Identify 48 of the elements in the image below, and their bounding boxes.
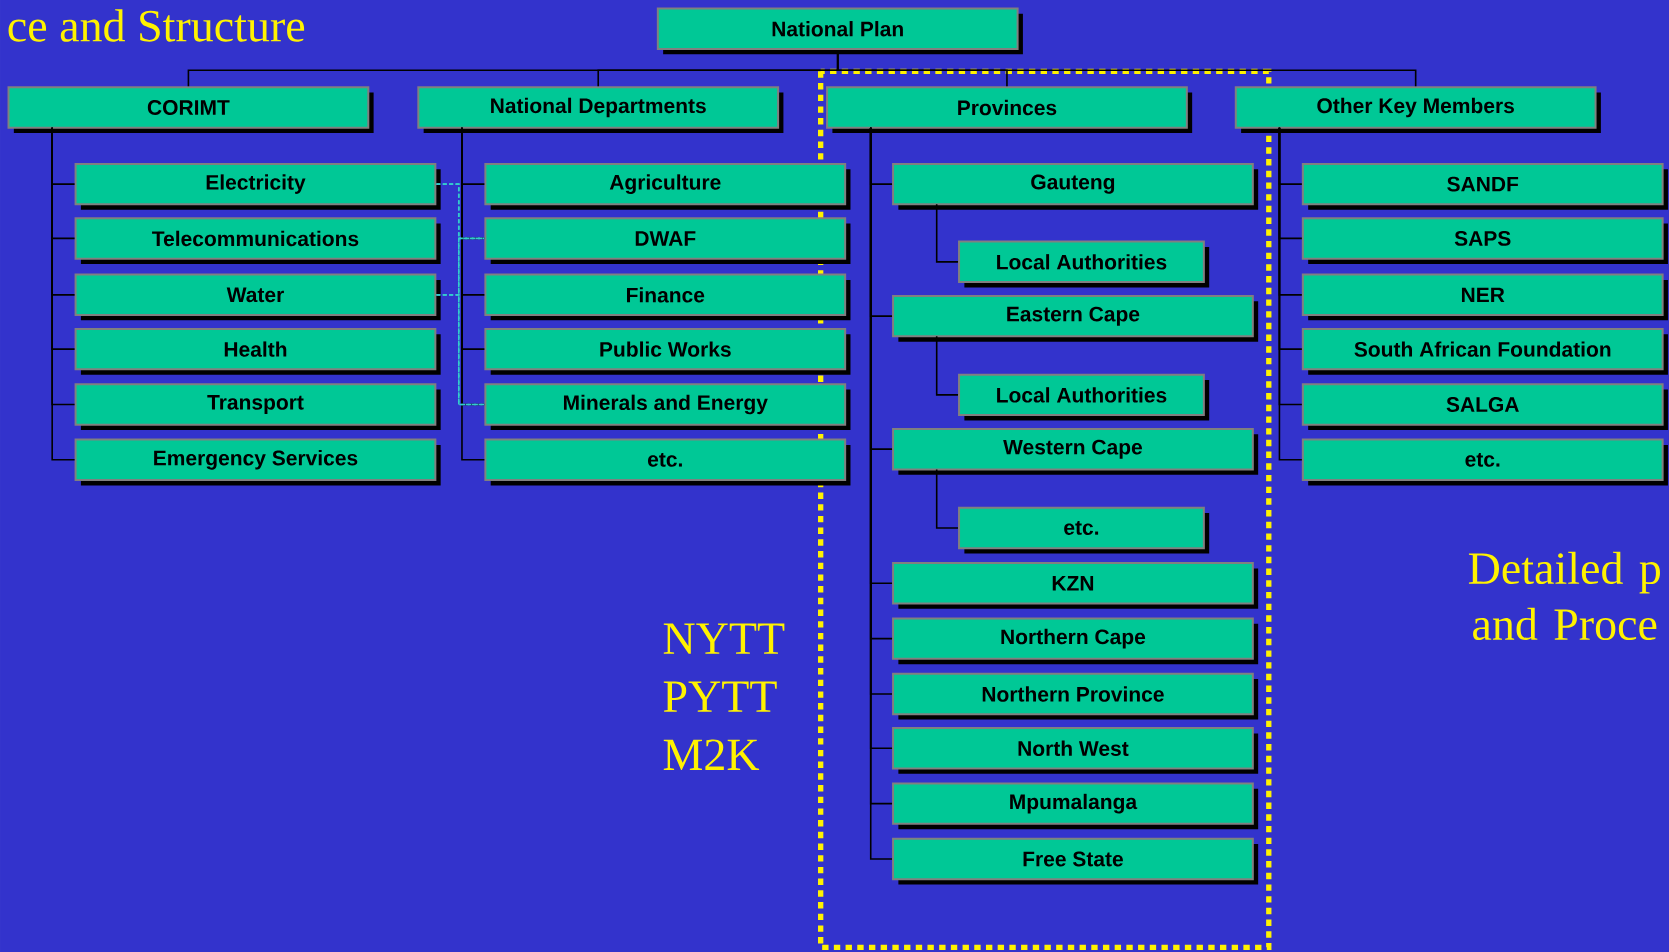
connector-line: [935, 468, 959, 529]
org-box: Water: [74, 273, 441, 321]
org-box: South African Foundation: [1301, 327, 1668, 375]
org-box: Mpumalanga: [892, 782, 1259, 830]
connector-line: [935, 203, 959, 263]
org-box: etc.: [1301, 438, 1668, 486]
org-box: Northern Province: [892, 672, 1259, 720]
org-box: DWAF: [484, 217, 851, 264]
org-box: CORIMT: [7, 86, 374, 134]
org-box: Electricity: [74, 162, 441, 210]
connector-line: [51, 126, 76, 461]
connector-line: [1278, 126, 1303, 461]
connector-line: [935, 335, 959, 396]
org-box: etc.: [484, 438, 851, 486]
org-box: Other Key Members: [1234, 86, 1601, 134]
org-box: Gauteng: [892, 162, 1259, 210]
org-box: Agriculture: [484, 162, 851, 210]
label-text: NYTT: [663, 623, 785, 654]
dotted-connector: [435, 294, 486, 406]
org-box: Telecommunications: [74, 217, 441, 264]
org-box: SANDF: [1301, 162, 1668, 210]
org-box: National Plan: [656, 7, 1023, 55]
connector-line: [836, 49, 1417, 88]
org-box: KZN: [892, 562, 1259, 609]
label-text: PYTT: [663, 681, 777, 712]
org-box: Minerals and Energy: [484, 383, 851, 430]
org-box: National Departments: [417, 86, 784, 134]
org-box: Local Authorities: [958, 373, 1210, 421]
org-box: Finance: [484, 273, 851, 321]
org-box: North West: [892, 727, 1259, 774]
org-box: Emergency Services: [74, 438, 441, 486]
org-box: Northern Cape: [892, 617, 1259, 665]
org-box: Provinces: [826, 86, 1193, 134]
org-box: Western Cape: [892, 427, 1259, 475]
org-box: etc.: [958, 506, 1210, 554]
connector-line: [461, 126, 486, 461]
note-text: Detailed p and Proce: [1468, 551, 1660, 641]
label-text: M2K: [663, 739, 760, 770]
org-box: Health: [74, 327, 441, 375]
org-box: Local Authorities: [958, 240, 1210, 288]
org-box: SAPS: [1301, 217, 1668, 264]
org-box: Eastern Cape: [892, 294, 1259, 342]
org-box: Free State: [892, 837, 1259, 885]
org-box: Public Works: [484, 327, 851, 375]
org-box: NER: [1301, 273, 1668, 321]
title-text: ce and Structure: [8, 9, 305, 42]
org-box: Transport: [74, 383, 441, 430]
org-box: SALGA: [1301, 383, 1668, 430]
